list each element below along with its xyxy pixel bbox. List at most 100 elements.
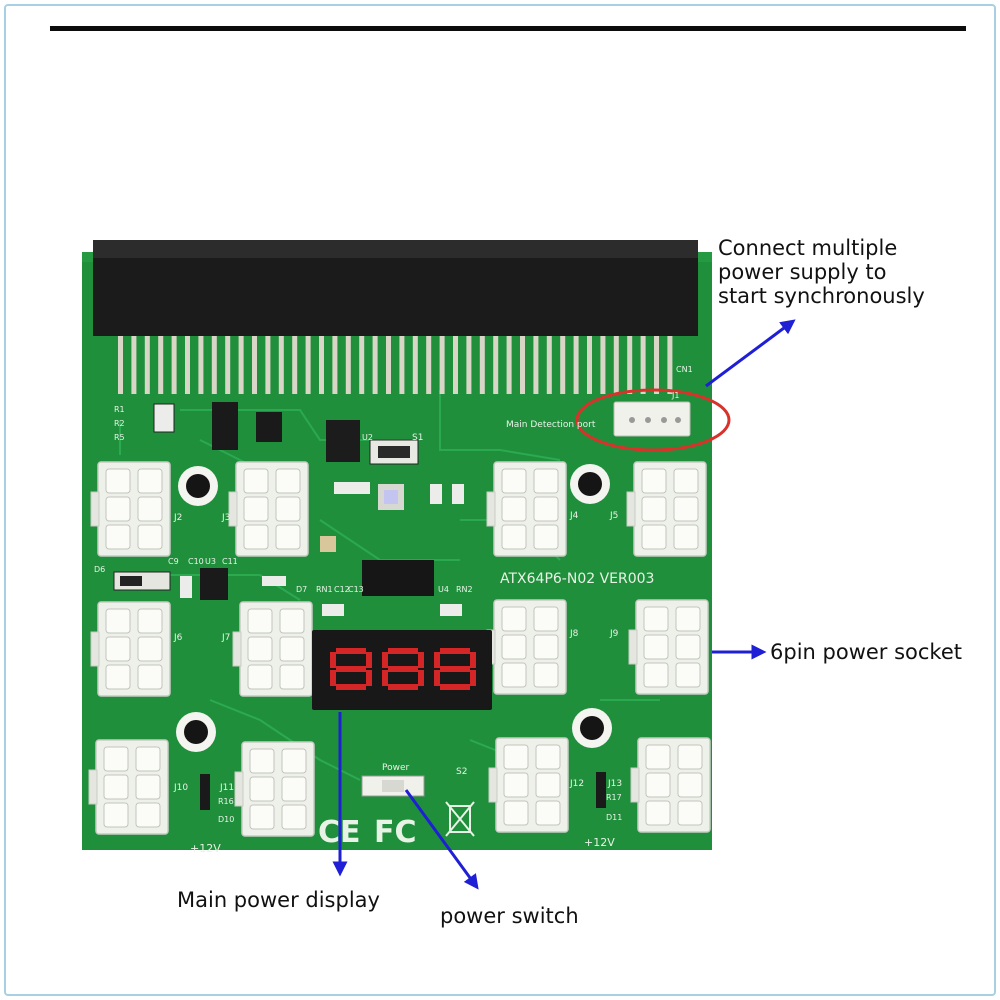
header-pin <box>506 336 512 394</box>
display-segment <box>366 652 372 668</box>
six-pin-connector <box>228 461 309 557</box>
silkscreen: ATX64P6-N02 VER003 Main Detection port P… <box>94 365 693 855</box>
ics-and-parts <box>113 402 606 810</box>
header-pin <box>185 336 190 394</box>
mounting-holes <box>176 464 612 752</box>
display-segment <box>336 648 366 654</box>
six-pin-connector <box>232 601 313 697</box>
display-segment <box>470 652 476 668</box>
ref-r1: R1 <box>114 405 125 414</box>
header-pin <box>359 336 365 394</box>
main-power-display-caption: Main power display <box>177 888 380 912</box>
header-pin <box>171 336 177 394</box>
six-pin-connector <box>630 737 711 833</box>
display-segment <box>470 670 476 686</box>
pcb-board <box>82 252 712 850</box>
header-pin <box>520 336 525 394</box>
detection-port-highlight-ring <box>575 388 731 452</box>
header-pin <box>587 336 592 394</box>
detection-port-silk-label: Main Detection port <box>506 420 596 430</box>
header-pin <box>493 336 499 394</box>
ref-j7: J7 <box>221 633 230 643</box>
header-pin <box>453 336 458 394</box>
sync-caption: Connect multiple power supply to start s… <box>718 236 925 308</box>
sync-caption-line-2: power supply to <box>718 260 887 284</box>
ref-j10: J10 <box>173 783 188 793</box>
header-pin <box>278 336 284 394</box>
cn1-label: CN1 <box>676 365 693 374</box>
ref-u2: U2 <box>362 433 373 442</box>
six-pin-connector <box>486 599 567 695</box>
ref-u4: U4 <box>438 585 449 594</box>
six-pin-connector <box>488 737 569 833</box>
image-frame <box>4 4 996 996</box>
header-pin <box>439 336 445 394</box>
ref-j2: J2 <box>173 513 182 523</box>
header-pin <box>305 336 311 394</box>
display-segment <box>366 670 372 686</box>
six-pin-socket-caption: 6pin power socket <box>770 640 962 664</box>
ref-r16: R16 <box>218 797 234 806</box>
header-pin <box>560 336 566 394</box>
header-pin <box>399 336 405 394</box>
header-pin <box>386 336 391 394</box>
header-pin <box>654 336 659 394</box>
header-pin <box>225 336 231 394</box>
ref-c10: C10 <box>188 557 204 566</box>
display-segment <box>388 666 418 672</box>
header-pin <box>546 336 552 394</box>
ref-d11: D11 <box>606 813 622 822</box>
ref-c11: C11 <box>222 557 238 566</box>
fcc-mark: FC <box>374 815 417 850</box>
arrow-sync <box>705 319 796 388</box>
sync-caption-line-1: Connect multiple <box>718 236 898 260</box>
board-model-text: ATX64P6-N02 VER003 <box>500 571 654 587</box>
header-pins <box>118 336 673 394</box>
ref-rn2: RN2 <box>456 585 473 594</box>
top-switch-ref-label: S1 <box>412 433 423 443</box>
header-pin <box>667 336 673 394</box>
display-segment <box>330 670 336 686</box>
display-segment <box>336 684 366 690</box>
header-pin <box>372 336 378 394</box>
ref-d6: D6 <box>94 565 105 574</box>
display-segment <box>434 670 440 686</box>
header-pin <box>573 336 579 394</box>
j1-label: J1 <box>671 391 679 400</box>
top-black-bar <box>50 26 966 31</box>
header-pin <box>238 336 244 394</box>
ref-rn1: RN1 <box>316 585 333 594</box>
header-pin <box>198 336 204 394</box>
sync-caption-line-3: start synchronously <box>718 284 925 308</box>
arrow-switch <box>404 789 479 890</box>
header-pin <box>479 336 485 394</box>
power-silk-label: Power <box>382 763 410 773</box>
callout-arrows <box>332 319 796 890</box>
header-pin <box>426 336 432 394</box>
six-pin-connector <box>486 461 567 557</box>
detection-port-connector <box>613 401 691 437</box>
display-segment <box>388 648 418 654</box>
ref-j9: J9 <box>609 629 619 639</box>
header-pin <box>600 336 606 394</box>
header-pin <box>292 336 298 394</box>
six-pin-connector <box>90 461 171 557</box>
ref-j4: J4 <box>569 511 579 521</box>
header-pin <box>640 336 646 394</box>
display-segment <box>382 652 388 668</box>
six-pin-connector <box>88 739 169 835</box>
voltage-label-left: +12V <box>190 842 221 855</box>
six-pin-connector <box>90 601 171 697</box>
header-pin <box>158 336 164 394</box>
ref-j8: J8 <box>569 629 579 639</box>
ref-c13: C13 <box>348 585 364 594</box>
ref-j13: J13 <box>607 779 622 789</box>
display-segment <box>418 652 424 668</box>
power-switch-caption: power switch <box>440 904 579 928</box>
ref-r5: R5 <box>114 433 125 442</box>
header-pin <box>265 336 271 394</box>
display-segment <box>440 684 470 690</box>
header-pin <box>627 336 633 394</box>
